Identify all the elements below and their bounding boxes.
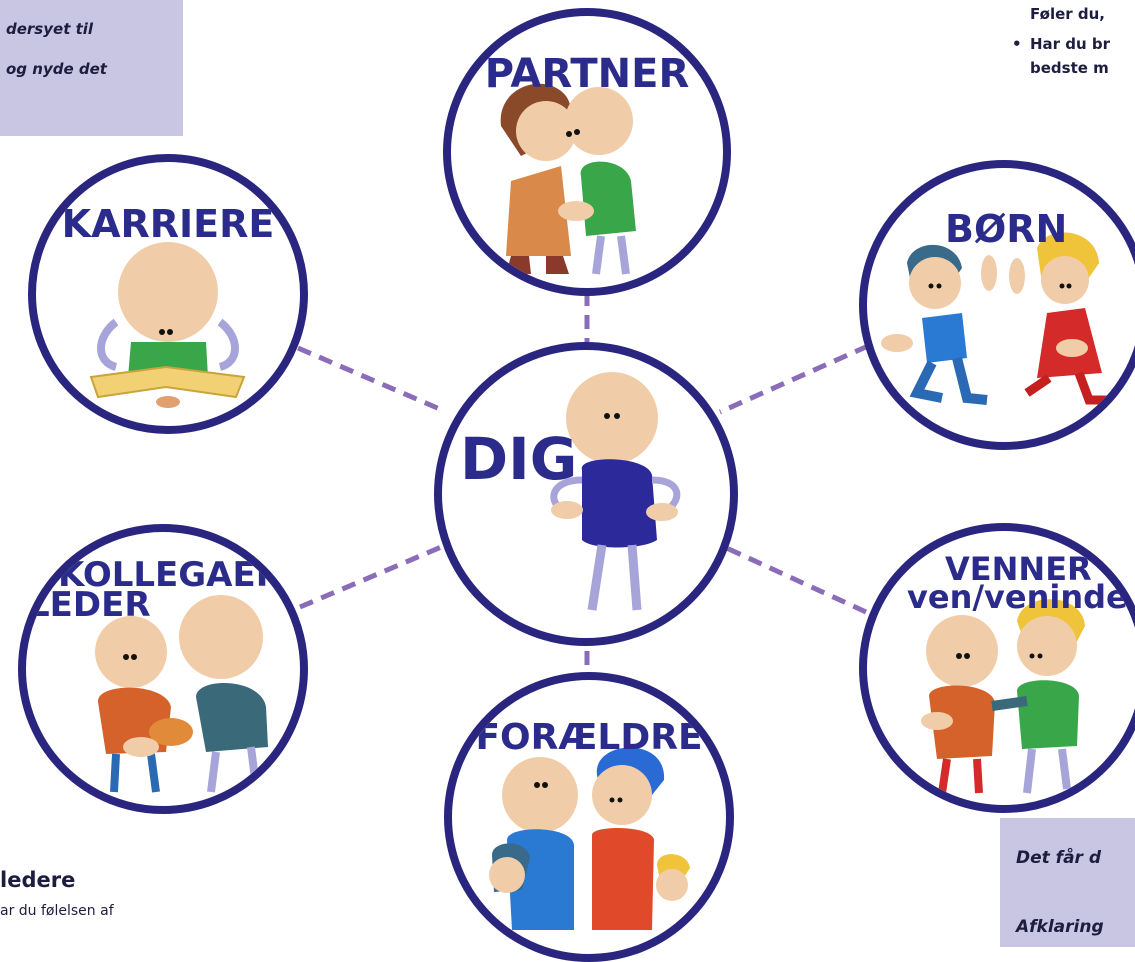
top-right-bullet: • [1012, 35, 1022, 53]
kollegaer-circle: KOLLEGAER/ LEDER [18, 524, 308, 814]
top-right-line-2: Har du br [1030, 35, 1111, 53]
bottom-left-heading: ledere [0, 868, 76, 892]
boern-circle: BØRN [859, 160, 1135, 450]
kollegaer-illustration [95, 595, 268, 793]
dig-circle: DIG [434, 342, 738, 646]
foraeldre-label: FORÆLDRE [475, 717, 703, 758]
venner-illustration [921, 599, 1085, 794]
bottom-right-note-box [1000, 818, 1135, 947]
foraeldre-illustration [489, 747, 690, 930]
top-right-line-1: Føler du, [1030, 5, 1105, 23]
boern-label: BØRN [945, 207, 1068, 251]
karriere-circle: KARRIERE [28, 154, 308, 434]
venner-label-line-2: ven/veninde [907, 578, 1128, 616]
karriere-illustration [89, 242, 246, 408]
venner-circle: VENNER ven/veninde [859, 523, 1135, 813]
dig-label: DIG [460, 425, 578, 493]
kollegaer-label-line-1: KOLLEGAER/ [58, 555, 295, 595]
connector-karriere [297, 345, 443, 413]
bottom-left-text: ar du følelsen af [0, 903, 114, 919]
partner-illustration [500, 83, 636, 275]
boern-illustration [881, 232, 1107, 405]
foraeldre-circle: FORÆLDRE [444, 672, 734, 962]
dig-illustration [550, 372, 681, 611]
connector-boern [718, 343, 870, 415]
connector-venner [718, 542, 868, 615]
venner-label-line-1: VENNER [945, 550, 1092, 588]
partner-label: PARTNER [484, 51, 690, 97]
top-right-line-3: bedste m [1030, 59, 1109, 77]
top-left-note-box [0, 0, 183, 136]
top-left-note-line-2: og nyde det [6, 60, 107, 78]
top-left-note-line-1: dersyet til [6, 20, 94, 38]
bottom-right-note-line-2: Afklaring [1016, 917, 1104, 937]
partner-circle: PARTNER [443, 8, 731, 296]
kollegaer-label-line-2: LEDER [28, 585, 151, 625]
connector-kollegaer [299, 542, 447, 610]
karriere-label: KARRIERE [61, 202, 275, 246]
bottom-right-note-line-1: Det får d [1016, 848, 1102, 868]
